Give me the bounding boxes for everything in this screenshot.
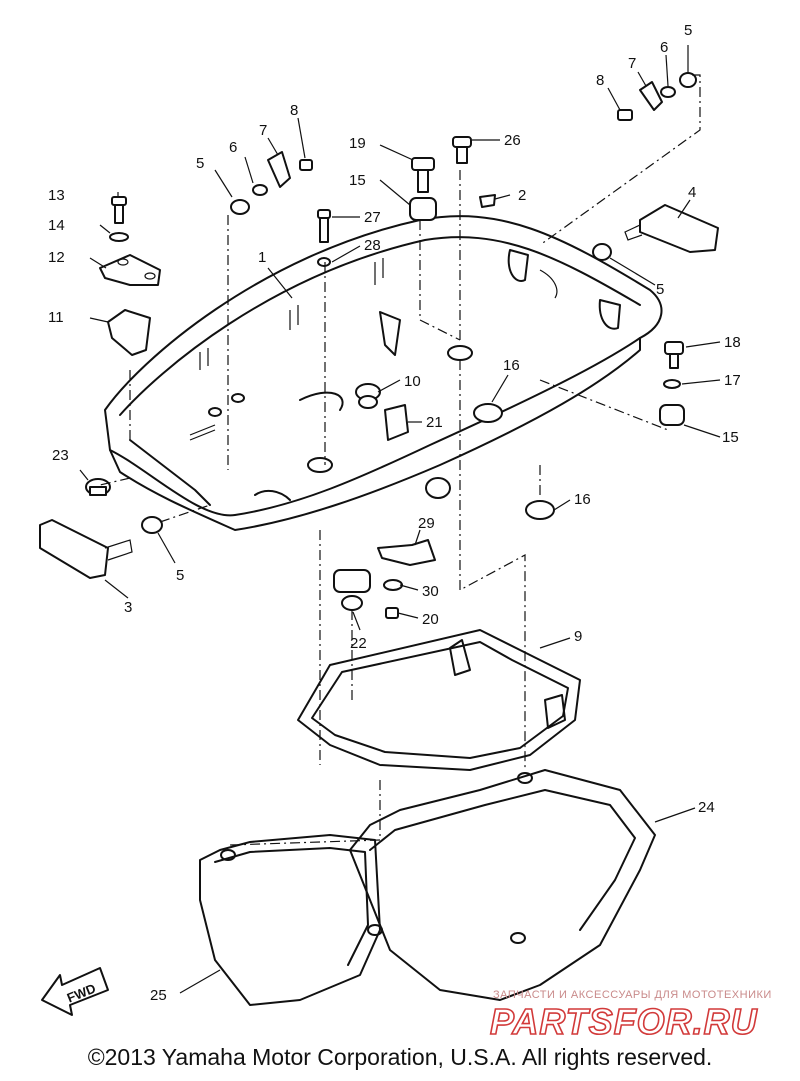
- leader-lines: [79, 45, 721, 994]
- callout-2: 2: [518, 187, 526, 204]
- bottom-cowling-part-1: [104, 215, 663, 531]
- callout-14: 14: [48, 217, 65, 234]
- callout-11: 11: [48, 309, 64, 326]
- callout-8-left: 8: [290, 102, 298, 119]
- callout-29: 29: [418, 515, 435, 532]
- callout-30: 30: [422, 583, 439, 600]
- callout-19: 19: [349, 135, 366, 152]
- callout-21: 21: [426, 414, 443, 431]
- callout-26: 26: [504, 132, 521, 149]
- callout-15-top: 15: [349, 172, 366, 189]
- callout-16-middle: 16: [503, 357, 520, 374]
- callout-5-right: 5: [656, 281, 664, 298]
- callout-24: 24: [698, 799, 715, 816]
- callout-16-lower: 16: [574, 491, 591, 508]
- callout-6-left: 6: [229, 139, 237, 156]
- callout-17: 17: [724, 372, 741, 389]
- callout-6-right: 6: [660, 39, 668, 56]
- watermark-brand: PARTSFOR.RU: [490, 1001, 758, 1042]
- callout-28: 28: [364, 237, 381, 254]
- callout-7-left: 7: [259, 122, 267, 139]
- callout-27: 27: [364, 209, 381, 226]
- callout-18: 18: [724, 334, 741, 351]
- callout-13: 13: [48, 187, 65, 204]
- callout-3: 3: [124, 599, 132, 616]
- callout-12: 12: [48, 249, 65, 266]
- copyright-notice: ©2013 Yamaha Motor Corporation, U.S.A. A…: [87, 1044, 713, 1070]
- callout-22: 22: [350, 635, 367, 652]
- watermark-tagline: ЗАПЧАСТИ И АКСЕССУАРЫ ДЛЯ МОТОТЕХНИКИ: [493, 989, 772, 1001]
- callout-25: 25: [150, 987, 167, 1004]
- callout-8-right: 8: [596, 72, 604, 89]
- fwd-arrow-icon: FWD: [41, 967, 109, 1016]
- apron-parts: [199, 769, 656, 1006]
- callout-1: 1: [258, 249, 266, 266]
- callout-9: 9: [574, 628, 582, 645]
- hardware-parts: [39, 72, 719, 619]
- callout-5-top-right: 5: [684, 22, 692, 39]
- callout-4: 4: [688, 184, 696, 201]
- callout-15-right: 15: [722, 429, 739, 446]
- callout-20: 20: [422, 611, 439, 628]
- callout-5-top-left: 5: [196, 155, 204, 172]
- callout-labels: 1 2 3 4 5 5 5 5 6 6 7 7 8 8 9 10 11 12 1…: [48, 22, 741, 1004]
- watermark: ЗАПЧАСТИ И АКСЕССУАРЫ ДЛЯ МОТОТЕХНИКИ PA…: [489, 989, 772, 1043]
- seal-frame-part-9: [297, 629, 581, 771]
- callout-7-right: 7: [628, 55, 636, 72]
- callout-23: 23: [52, 447, 69, 464]
- callout-10: 10: [404, 373, 421, 390]
- assembly-lines: [99, 74, 701, 846]
- callout-5-lower-left: 5: [176, 567, 184, 584]
